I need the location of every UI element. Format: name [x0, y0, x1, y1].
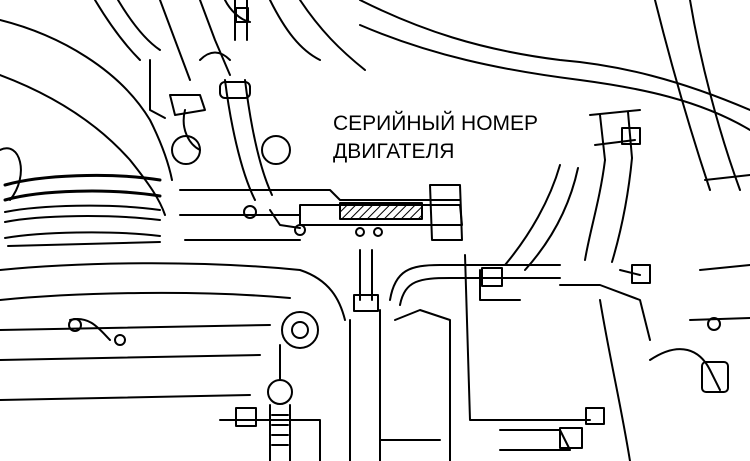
intake-hose — [0, 19, 173, 247]
callout-label-line1: СЕРИЙНЫЙ НОМЕР — [330, 111, 542, 137]
callout-label-line2: ДВИГАТЕЛЯ — [330, 139, 458, 165]
bottom-fittings — [219, 344, 583, 461]
lower-manifold — [0, 249, 750, 461]
engine-block — [179, 184, 463, 241]
right-hoses — [359, 0, 750, 271]
